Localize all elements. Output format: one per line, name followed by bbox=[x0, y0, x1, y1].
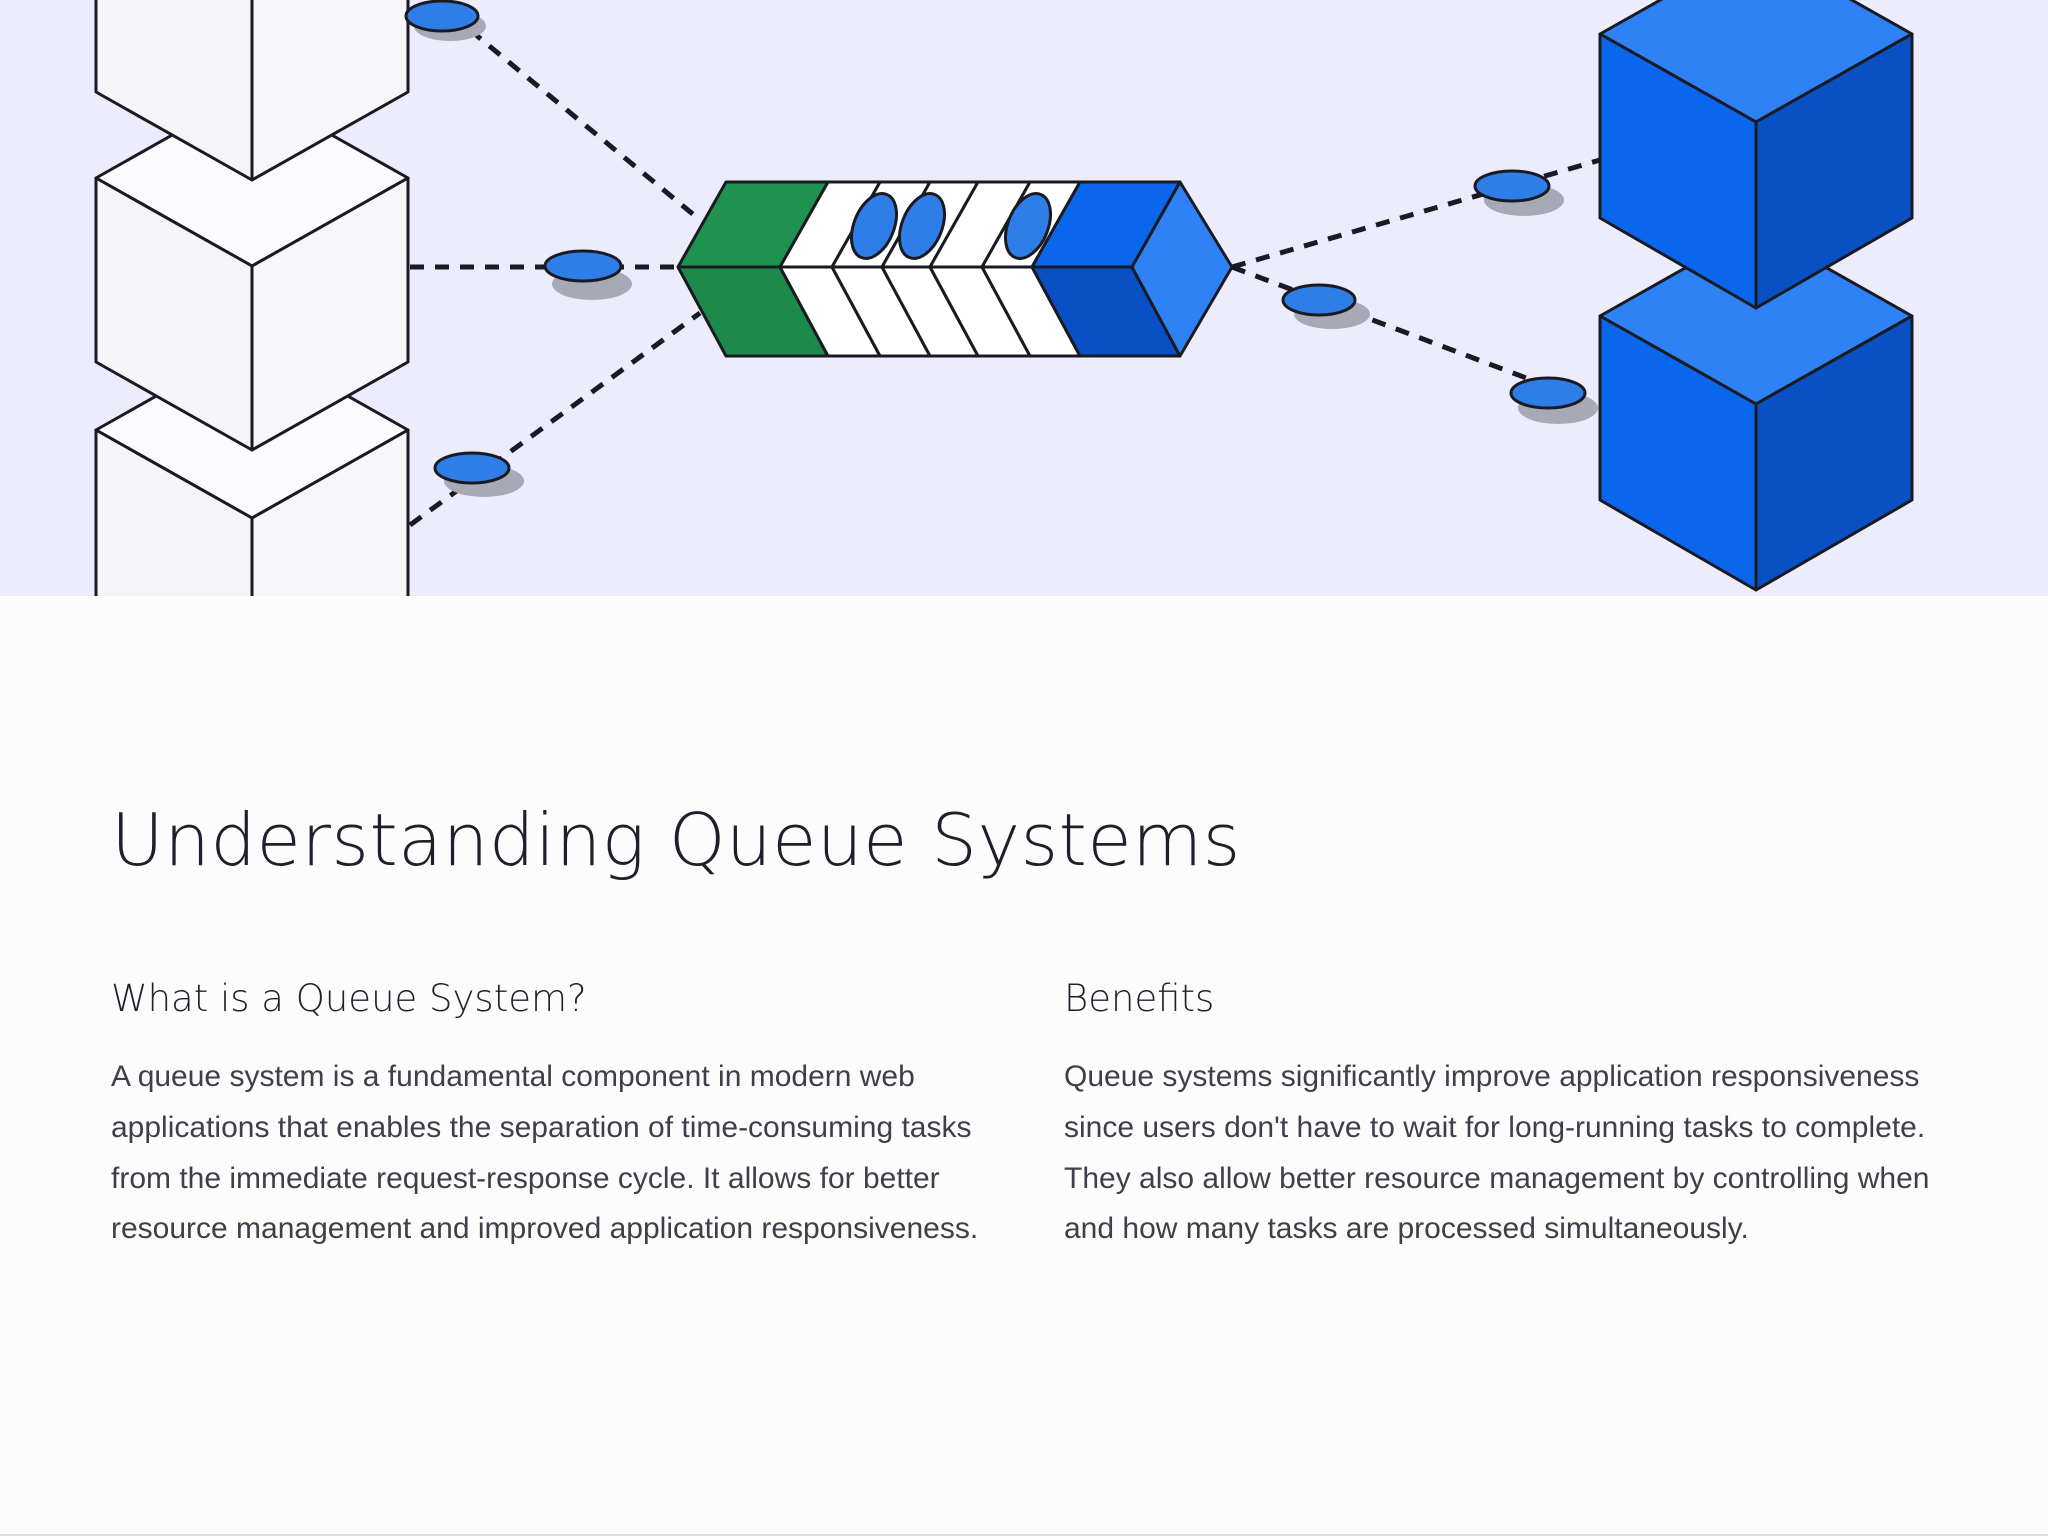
bottom-divider bbox=[0, 1534, 2048, 1536]
queued-message-token bbox=[898, 192, 946, 260]
article-content: Understanding Queue Systems What is a Qu… bbox=[0, 596, 2048, 1534]
message-token bbox=[1509, 376, 1598, 424]
consumer-cube-bottom bbox=[1598, 226, 1914, 592]
section-body: A queue system is a fundamental componen… bbox=[111, 1060, 979, 1246]
section-what-is-queue: What is a Queue System? A queue system i… bbox=[111, 974, 991, 1255]
message-token bbox=[1281, 283, 1370, 329]
message-token bbox=[543, 249, 632, 300]
message-token bbox=[433, 451, 524, 497]
queue-diagram bbox=[94, 0, 1914, 596]
consumer-cube-stack bbox=[1598, 0, 1914, 592]
page-title: Understanding Queue Systems bbox=[111, 798, 1241, 882]
hero-illustration bbox=[0, 0, 2048, 596]
consumer-cube-top bbox=[1598, 0, 1914, 310]
queued-message-token bbox=[1004, 192, 1052, 260]
message-token bbox=[1473, 169, 1564, 216]
section-benefits: Benefits Queue systems significantly imp… bbox=[1064, 974, 1954, 1255]
section-heading: What is a Queue System? bbox=[111, 977, 587, 1020]
queued-message-token bbox=[850, 192, 898, 260]
section-body: Queue systems significantly improve appl… bbox=[1064, 1060, 1930, 1246]
message-token bbox=[404, 0, 486, 41]
queue-pipeline bbox=[676, 180, 1234, 358]
section-heading: Benefits bbox=[1064, 977, 1215, 1020]
producer-cube-stack bbox=[94, 0, 410, 596]
producer-cube-top bbox=[94, 0, 410, 182]
message-tokens bbox=[404, 0, 1598, 497]
